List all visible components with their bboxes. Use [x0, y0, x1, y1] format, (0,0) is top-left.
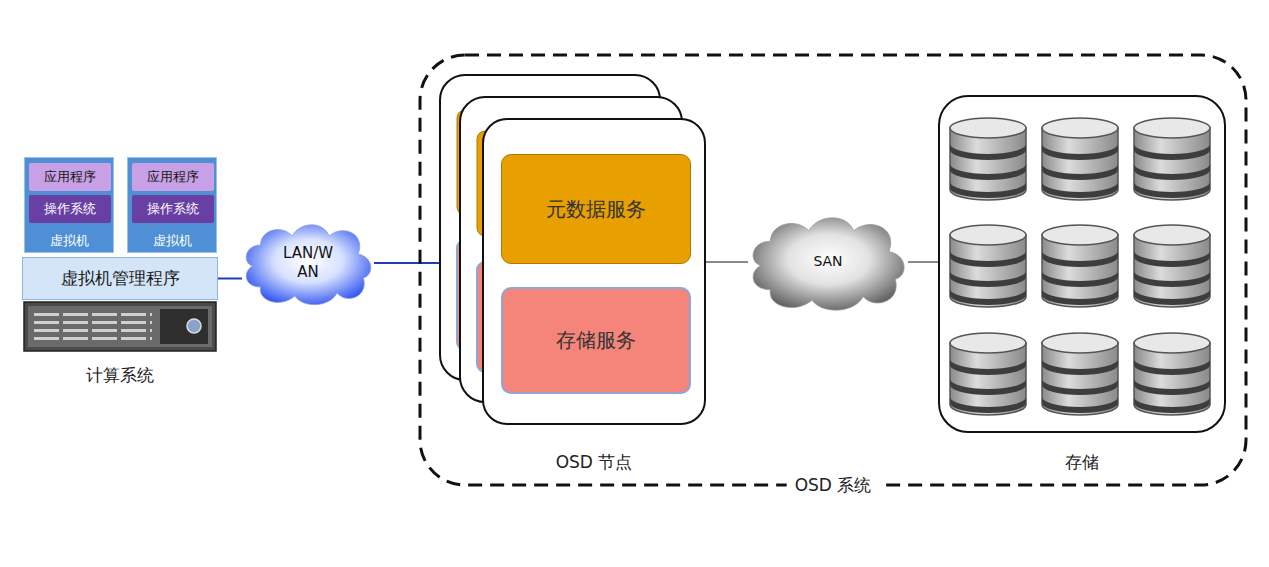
box-label: 虚拟机管理程序	[61, 268, 180, 289]
box-label: SAN	[813, 253, 842, 271]
region-label: 计算系统	[86, 365, 154, 386]
compute-system: 计算系统虚拟机应用程序操作系统虚拟机应用程序操作系统虚拟机管理程序	[18, 150, 222, 355]
box-label: 操作系统	[44, 201, 96, 217]
os-box: 操作系统	[132, 195, 214, 223]
server-chassis	[24, 302, 216, 351]
os-box: 操作系统	[29, 195, 111, 223]
box-label: 存储服务	[556, 328, 636, 353]
app-box: 应用程序	[132, 163, 214, 191]
virtual-machine: 虚拟机 应用程序操作系统	[127, 157, 217, 253]
osd-system-region: OSD 系统OSD 节点元数据服务存储服务SAN存储	[418, 53, 1248, 487]
connector-line	[706, 261, 748, 263]
region-label: 虚拟机	[128, 233, 216, 249]
network-cloud: LAN/W AN	[242, 218, 374, 308]
region-label: OSD 节点	[556, 452, 633, 473]
connector-line	[218, 278, 242, 280]
box-label: 操作系统	[147, 201, 199, 217]
region-label: 存储	[1065, 452, 1099, 473]
disk-array	[950, 118, 1210, 415]
box-label: 应用程序	[44, 169, 96, 185]
san-cloud: SAN	[748, 210, 908, 314]
box-label: 应用程序	[147, 169, 199, 185]
region-label: 虚拟机	[25, 233, 113, 249]
region-label: OSD 系统	[787, 475, 880, 496]
osd-node-card: OSD 节点元数据服务存储服务	[482, 118, 706, 425]
hypervisor-box: 虚拟机管理程序	[22, 257, 218, 300]
storage-box: 存储	[938, 95, 1226, 433]
connector-line	[908, 261, 938, 263]
metadata-service-box: 元数据服务	[501, 154, 691, 264]
box-label: LAN/W AN	[280, 244, 336, 282]
box-label: 元数据服务	[546, 197, 646, 222]
virtual-machine: 虚拟机 应用程序操作系统	[24, 157, 114, 253]
storage-service-box: 存储服务	[501, 287, 691, 394]
app-box: 应用程序	[29, 163, 111, 191]
